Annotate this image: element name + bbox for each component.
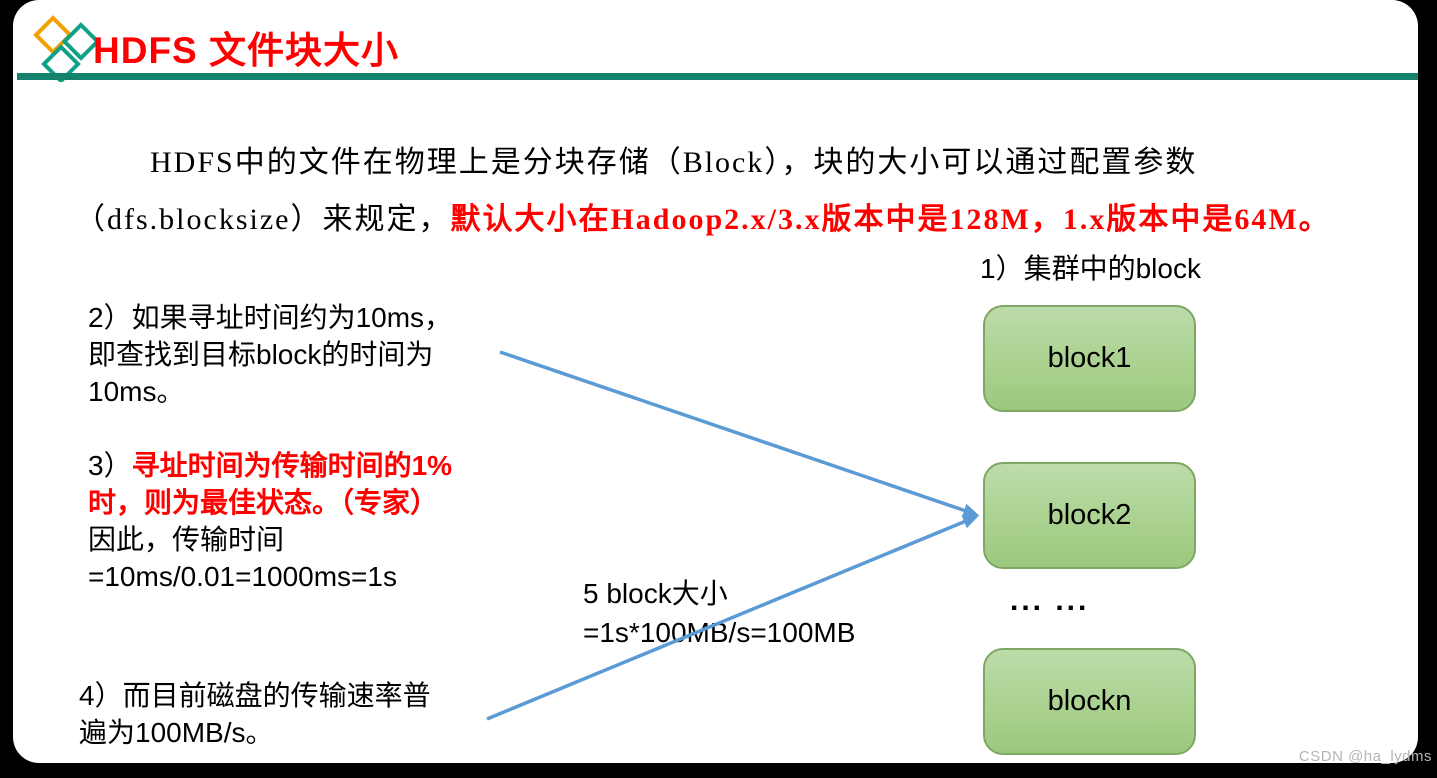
blocks-ellipsis: ... ... bbox=[1010, 584, 1090, 617]
note-3-line1: 3）寻址时间为传输时间的1% bbox=[88, 447, 452, 484]
note-4: 4）而目前磁盘的传输速率普 遍为100MB/s。 bbox=[79, 677, 431, 751]
cluster-block-label: 1）集群中的block bbox=[980, 253, 1201, 284]
block1-box: block1 bbox=[983, 305, 1196, 412]
block2-box: block2 bbox=[983, 462, 1196, 569]
note-3-red1: 寻址时间为传输时间的1% bbox=[131, 450, 453, 481]
intro-line2-prefix: （dfs.blocksize）来规定， bbox=[75, 203, 451, 236]
blockn-box: blockn bbox=[983, 648, 1196, 755]
block-size-calc-line2: =1s*100MB/s=100MB bbox=[583, 617, 856, 648]
note-3-line4: =10ms/0.01=1000ms=1s bbox=[88, 561, 397, 592]
note-2: 2）如果寻址时间约为10ms， 即查找到目标block的时间为 10ms。 bbox=[88, 299, 452, 410]
note-2-line3: 10ms。 bbox=[88, 376, 185, 407]
note-3-red2: 时，则为最佳状态。（专家） bbox=[88, 487, 439, 518]
three-diamonds-logo-icon bbox=[33, 15, 101, 82]
block-size-calc: 5 block大小 =1s*100MB/s=100MB bbox=[583, 574, 855, 652]
note-2-line1: 2）如果寻址时间约为10ms， bbox=[88, 302, 453, 333]
note-2-line2: 即查找到目标block的时间为 bbox=[88, 339, 434, 370]
note-3: 3）寻址时间为传输时间的1% 时，则为最佳状态。（专家） 因此，传输时间 =10… bbox=[88, 447, 452, 595]
csdn-watermark: CSDN @ha_lydms bbox=[1298, 748, 1432, 765]
intro-line1: HDFS中的文件在物理上是分块存储（Block），块的大小可以通过配置参数 bbox=[150, 146, 1198, 179]
block-size-calc-line1: 5 block大小 bbox=[583, 578, 728, 609]
note-4-line1: 4）而目前磁盘的传输速率普 bbox=[79, 680, 431, 711]
intro-line2: （dfs.blocksize）来规定，默认大小在Hadoop2.x/3.x版本中… bbox=[75, 194, 1331, 238]
page-title: HDFS 文件块大小 bbox=[93, 30, 399, 71]
arrow-from-note2-icon bbox=[499, 350, 980, 517]
intro-line2-highlight: 默认大小在Hadoop2.x/3.x版本中是128M，1.x版本中是64M。 bbox=[450, 203, 1331, 236]
note-3-prefix: 3） bbox=[88, 450, 132, 481]
note-4-line2: 遍为100MB/s。 bbox=[79, 717, 274, 748]
slide-canvas: HDFS 文件块大小 HDFS中的文件在物理上是分块存储（Block），块的大小… bbox=[13, 0, 1418, 763]
note-3-line3: 因此，传输时间 bbox=[88, 524, 285, 555]
header-divider bbox=[17, 73, 1418, 80]
